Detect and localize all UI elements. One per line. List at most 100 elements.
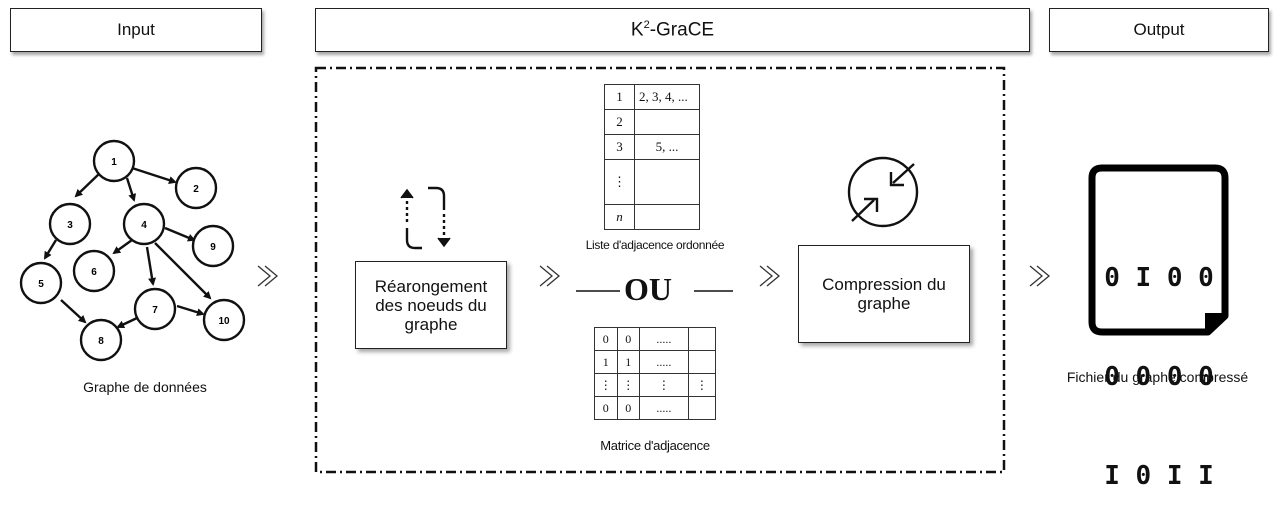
reorder-step-box: Réarongement des noeuds du graphe <box>355 261 507 349</box>
matrix-cell: 1 <box>594 350 618 374</box>
edge-7-8 <box>116 316 138 329</box>
list-value <box>633 204 701 230</box>
list-index: 1 <box>604 84 635 110</box>
output-file-caption: Fichier du graphe compressé <box>1066 369 1249 385</box>
table-row: 0 0 ..... <box>594 396 717 420</box>
reorder-arrows-icon <box>400 186 451 250</box>
list-value: 2, 3, 4, ... <box>633 84 701 110</box>
output-file-bits: 0 I 0 0 0 0 0 0 I 0 I I <box>1100 196 1218 526</box>
adjacency-list-caption: Liste d'adjacence ordonnée <box>585 238 725 252</box>
node-label-8: 8 <box>98 336 104 347</box>
matrix-cell: 1 <box>616 350 641 374</box>
node-1 <box>92 139 136 183</box>
edge-4-6 <box>112 239 133 255</box>
edge-7-10 <box>176 304 205 317</box>
adjacency-matrix-table: 0 0 ..... 1 1 ..... ⋮ ⋮ ⋮ ⋮ 0 0 ..... <box>594 327 717 420</box>
edge-1-4 <box>125 177 136 202</box>
list-value <box>633 109 701 135</box>
graph-node-labels: 1 2 3 4 5 6 7 8 9 10 <box>38 157 230 347</box>
diagram-canvas: 1 2 3 4 5 6 7 8 9 10 <box>19 66 1229 474</box>
list-index: ⋮ <box>604 159 635 205</box>
file-corner-fold <box>1205 313 1225 332</box>
graph-caption: Graphe de données <box>83 379 207 395</box>
matrix-cell: ⋮ <box>639 373 689 397</box>
list-index: 3 <box>604 134 635 160</box>
edge-5-8 <box>60 299 87 324</box>
matrix-cell: 0 <box>616 327 641 351</box>
matrix-cell: 0 <box>594 327 618 351</box>
table-row: ⋮ <box>604 159 701 205</box>
adjacency-matrix-caption: Matrice d'adjacence <box>600 438 710 453</box>
bits-row: I 0 I I <box>1104 461 1214 491</box>
reorder-label-line1: Réarongement <box>374 276 488 296</box>
chevron-right-icon <box>759 265 781 287</box>
reorder-label-line3: graphe <box>404 314 458 334</box>
edge-4-9 <box>164 226 196 242</box>
chevron-right-icon <box>539 265 561 287</box>
graph-nodes <box>19 139 246 362</box>
compression-label-line1: Compression du <box>822 275 946 294</box>
matrix-cell: ⋮ <box>594 373 618 397</box>
chevron-right-icon <box>1029 265 1051 287</box>
edge-1-2 <box>131 166 177 184</box>
table-row: 0 0 ..... <box>594 327 717 351</box>
bits-row: 0 I 0 0 <box>1104 263 1214 293</box>
node-3 <box>48 202 92 246</box>
input-header: Input <box>10 8 262 52</box>
compress-arrows-icon <box>847 156 919 228</box>
compression-step-box: Compression du graphe <box>798 245 970 343</box>
node-2 <box>174 166 218 210</box>
output-header: Output <box>1049 8 1269 52</box>
bits-row: 0 0 0 0 <box>1104 362 1214 392</box>
list-index: n <box>604 204 635 230</box>
edge-4-7 <box>145 246 156 286</box>
matrix-cell <box>687 350 717 374</box>
edge-3-5 <box>43 239 58 260</box>
node-8 <box>79 318 123 362</box>
edge-1-3 <box>74 171 102 198</box>
matrix-cell: 0 <box>616 396 641 420</box>
node-label-10: 10 <box>218 316 230 327</box>
table-row: ⋮ ⋮ ⋮ ⋮ <box>594 373 717 397</box>
matrix-cell: ..... <box>639 327 689 351</box>
node-label-2: 2 <box>193 184 199 195</box>
output-header-label: Output <box>1133 20 1185 39</box>
node-4 <box>122 202 166 246</box>
input-header-label: Input <box>117 20 155 39</box>
matrix-cell: ⋮ <box>616 373 641 397</box>
node-label-6: 6 <box>91 267 97 278</box>
matrix-cell <box>687 396 717 420</box>
node-label-5: 5 <box>38 279 44 290</box>
matrix-cell: ..... <box>639 350 689 374</box>
chevron-right-icon <box>257 265 279 287</box>
node-7 <box>133 287 177 331</box>
list-index: 2 <box>604 109 635 135</box>
matrix-cell: ..... <box>639 396 689 420</box>
table-row: 1 1 ..... <box>594 350 717 374</box>
node-label-9: 9 <box>210 242 216 253</box>
grace-header-label: K2-GraCE <box>630 18 715 41</box>
graph-edges <box>43 166 212 329</box>
matrix-cell: 0 <box>594 396 618 420</box>
list-value <box>633 159 701 205</box>
node-label-1: 1 <box>111 157 117 168</box>
node-10 <box>202 298 246 342</box>
node-label-7: 7 <box>152 305 158 316</box>
table-row: 2 <box>604 109 701 135</box>
table-row: n <box>604 204 701 230</box>
node-label-4: 4 <box>141 220 147 231</box>
matrix-cell <box>687 327 717 351</box>
matrix-cell: ⋮ <box>687 373 717 397</box>
node-label-3: 3 <box>67 220 73 231</box>
grace-header: K2-GraCE <box>315 8 1030 52</box>
reorder-label-line2: des noeuds du <box>375 295 487 315</box>
list-value: 5, ... <box>633 134 701 160</box>
node-5 <box>19 261 63 305</box>
node-6 <box>72 249 116 293</box>
edge-4-10 <box>154 242 212 300</box>
file-icon <box>1088 164 1229 336</box>
separator-ou: OU <box>624 271 672 307</box>
